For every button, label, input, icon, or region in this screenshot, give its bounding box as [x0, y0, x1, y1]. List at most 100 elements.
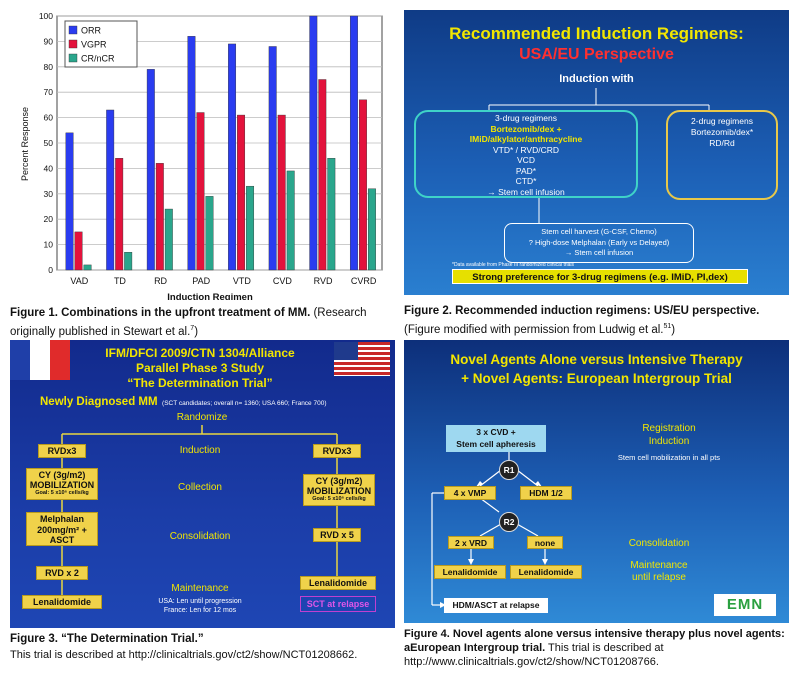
bar-vgpr-td: [115, 158, 124, 271]
y-tick-label: 30: [44, 189, 54, 199]
figure2-three-drug-line: Bortezomib/dex +: [490, 123, 562, 134]
figure4-r2: R2: [499, 512, 519, 532]
x-tick-label: VAD: [70, 276, 88, 286]
legend-label: CR/nCR: [81, 54, 115, 64]
bar-cr-ncr-rvd: [327, 158, 336, 271]
figure2-three-drug-line: VCD: [517, 155, 535, 165]
figure2-harvest-line: → Stem cell infusion: [564, 248, 634, 257]
figure3-left-box-mobilization: CY (3g/m2) MOBILIZATION Goal: 5 x10⁶ cel…: [26, 468, 98, 500]
figure2-two-drug-line: RD/Rd: [709, 138, 735, 148]
france-flag-icon: [10, 340, 70, 380]
figure3-caption: Figure 3. “The Determination Trial.” Thi…: [10, 631, 400, 663]
y-tick-label: 90: [44, 36, 54, 46]
y-tick-label: 10: [44, 240, 54, 250]
bar-cr-ncr-vtd: [246, 185, 255, 271]
legend-label: VGPR: [81, 40, 107, 50]
figure4-box-len2: Lenalidomide: [510, 565, 582, 579]
y-tick-label: 70: [44, 87, 54, 97]
figure1-ylabel: Percent Response: [20, 107, 30, 181]
figure2-three-drug-head: 3-drug regimens: [495, 113, 557, 123]
figure2-slide: Recommended Induction Regimens: USA/EU P…: [404, 10, 789, 295]
bar-vgpr-cvd: [277, 114, 286, 271]
figure3-phase-collection: Collection: [178, 482, 222, 493]
bar-cr-ncr-cvrd: [367, 188, 376, 271]
figure3-left-box-induction: RVDx3: [38, 444, 86, 458]
figure3-left-goal: Goal: 5 x10⁶ cells/kg: [35, 490, 89, 496]
figure3-left-box-consolidation: RVD x 2: [36, 566, 88, 580]
figure2-caption: Figure 2. Recommended induction regimens…: [404, 303, 797, 338]
figure3-left-box-maintenance: Lenalidomide: [22, 595, 102, 609]
bar-orr-vtd: [228, 43, 237, 271]
y-tick-label: 60: [44, 113, 54, 123]
figure4-induction: Induction: [648, 436, 690, 447]
figure1-caption-end: ): [194, 325, 199, 338]
x-tick-label: VTD: [233, 276, 252, 286]
figure2-caption-title: Figure 2. Recommended induction regimens…: [404, 305, 760, 317]
figure3-right-box-mobilization: CY (3g/m2) MOBILIZATION Goal: 5 x10⁶ cel…: [303, 474, 375, 506]
y-tick-label: 20: [44, 214, 54, 224]
figure3-subtitle: Newly Diagnosed MM: [40, 396, 158, 408]
y-tick-label: 80: [44, 62, 54, 72]
figure4-box-none: none: [527, 536, 563, 549]
figure2-three-drug-line: CTD*: [515, 176, 537, 186]
figure3-left-box-melphalan: Melphalan 200mg/m² + ASCT: [26, 512, 98, 546]
figure2-three-drug-line: IMiD/alkylator/anthracycline: [469, 134, 583, 144]
figure2-caption-end: ): [671, 323, 676, 336]
bar-orr-cvd: [268, 46, 277, 271]
figure3-randomize: Randomize: [176, 412, 228, 423]
y-tick-label: 100: [39, 11, 53, 21]
figure4-registration: Registration: [642, 423, 696, 434]
figure1-caption: Figure 1. Combinations in the upfront tr…: [10, 305, 400, 340]
figure4-maintenance: Maintenance until relapse: [599, 560, 719, 584]
figure2-caption-sup: 51: [663, 323, 672, 330]
usa-flag-icon: [334, 342, 390, 376]
figure2-caption-line2: (Figure modified with permission from Lu…: [404, 323, 664, 336]
figure4-maintenance-line: until relapse: [632, 572, 686, 583]
legend-swatch: [68, 25, 78, 35]
figure3-phase-maintenance: Maintenance: [171, 583, 229, 594]
figure1-caption-line2: originally published in Stewart et al.: [10, 325, 191, 338]
figure3-right-box-consolidation: RVD x 5: [313, 528, 361, 542]
figure1-caption-sup: 7: [190, 325, 195, 332]
figure2-two-drug-box: [666, 110, 778, 200]
figure2-footnote: *Data available from Phase III randomize…: [452, 262, 574, 268]
figure2-three-drug-box: [414, 110, 638, 198]
figure3-title-line3: “The Determination Trial”: [127, 376, 273, 390]
figure3-left-mobilization-text: CY (3g/m2) MOBILIZATION: [29, 470, 95, 490]
figure4-box-len1: Lenalidomide: [434, 565, 506, 579]
bar-vgpr-rd: [155, 163, 164, 271]
figure4-caption-line2: aEuropean Intergroup trial.: [404, 642, 546, 654]
bar-cr-ncr-pad: [205, 196, 214, 271]
figure4-box-cvd-line: Stem cell apheresis: [456, 438, 536, 449]
figure4-box-hdm: HDM 1/2: [520, 486, 572, 500]
figure2-three-drug-line: PAD*: [515, 165, 537, 176]
figure3-connectors: [61, 425, 338, 595]
figure4-maintenance-line: Maintenance: [630, 560, 688, 571]
figure3-title-line2: Parallel Phase 3 Study: [135, 361, 265, 375]
figure2-two-drug-content: 2-drug regimens Bortezomib/dex* RD/Rd: [666, 116, 778, 149]
figure3-caption-line2: This trial is described at http://clinic…: [10, 649, 358, 661]
figure2-three-drug-line: VTD* / RVD/CRD: [493, 144, 559, 155]
x-tick-label: CVRD: [351, 276, 377, 286]
figure2-three-drug-line: → Stem cell infusion: [487, 186, 565, 197]
figure3-right-goal: Goal: 5 x10⁶ cells/kg: [312, 496, 366, 502]
figure4-hdm-relapse: HDM/ASCT at relapse: [444, 598, 548, 613]
bar-cr-ncr-td: [124, 252, 133, 271]
figure2-harvest-line: ? High-dose Melphalan (Early vs Delayed): [528, 237, 670, 247]
figure3-right-box-maintenance: Lenalidomide: [300, 576, 376, 590]
x-tick-label: RVD: [314, 276, 333, 286]
bar-vgpr-rvd: [318, 79, 327, 271]
figure3-right-mobilization-text: CY (3g/m2) MOBILIZATION: [306, 476, 372, 496]
figure3-title-line1: IFM/DFCI 2009/CTN 1304/Alliance: [105, 346, 295, 360]
bar-cr-ncr-cvd: [286, 170, 295, 271]
figure4-caption-line3: http://www.clinicaltrials.gov/ct2/show/N…: [404, 656, 659, 668]
figure4-consolidation: Consolidation: [628, 538, 690, 549]
bar-orr-rd: [146, 69, 155, 271]
x-tick-label: CVD: [273, 276, 293, 286]
figure2-harvest-box: Stem cell harvest (G-CSF, Chemo) ? High-…: [504, 223, 694, 263]
emn-logo: EMN: [714, 594, 776, 616]
figure4-title-line1: Novel Agents Alone versus Intensive Ther…: [450, 352, 743, 367]
figure3-slide: IFM/DFCI 2009/CTN 1304/Alliance Parallel…: [10, 340, 395, 628]
